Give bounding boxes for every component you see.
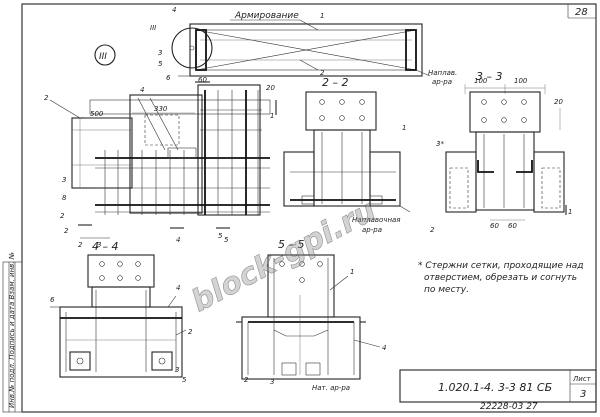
sheet-label: Лист [572, 375, 592, 383]
section-5-5-title: 5 – 5 [278, 238, 305, 251]
section-3-3-dim-60a: 60 [490, 222, 499, 230]
main-view-leader-3: 3 [62, 176, 66, 184]
main-view-sec-2: 2 [78, 241, 83, 249]
section-3-3-dim-60b: 60 [508, 222, 517, 230]
detail-III-dim-60: 60 [198, 76, 207, 84]
section-5-5-leader-1: 1 [350, 268, 354, 276]
main-view-leader-8: 8 [62, 194, 67, 202]
section-3-3-leader-2: 2 [430, 226, 435, 234]
side-stamp-text: Инв.№ подл. Подпись и дата Взам. инв. № [8, 252, 16, 408]
top-view-leader-1: 1 [320, 12, 324, 20]
main-view-sec-3: 3 [97, 241, 101, 249]
main-view-leader-1: 1 [270, 112, 274, 120]
top-view-leader-2: 2 [320, 69, 325, 77]
section-2-2-drawing [283, 91, 411, 213]
section-2-2-leader-1: 1 [402, 124, 406, 132]
main-view-leader-5: 5 [218, 232, 223, 240]
page-number: 28 [575, 7, 588, 18]
section-4-4-drawing [50, 254, 183, 378]
section-2-2-weld-2: ар-ра [362, 226, 382, 234]
section-3-3-leader-3: 3* [436, 140, 444, 148]
section-5-5-weld-note: Нат. ар-ра [312, 384, 350, 392]
main-view-leader-2c: 2 [64, 227, 69, 235]
detail-III-label: III [99, 52, 107, 62]
section-5-5-leader-4: 4 [382, 344, 386, 352]
main-view-dim-500: 500 [90, 110, 104, 118]
section-4-4-leader-4: 4 [176, 284, 180, 292]
section-5-5-leader-3: 3 [270, 378, 274, 386]
main-view-sec-5: 5 [224, 236, 229, 244]
sheet-frame [2, 3, 597, 413]
top-view-tag-5: 5 [158, 60, 163, 68]
section-2-2-title: 2 – 2 [322, 76, 349, 89]
section-2-2-weld-1: Наплавочная [352, 216, 401, 224]
main-view-leader-2a: 2 [44, 94, 49, 102]
section-4-4-title: 4 – 4 [92, 240, 119, 253]
section-3-3-drawing [445, 84, 567, 221]
drawing-code: 1.020.1-4. 3-3 81 СБ [438, 381, 552, 394]
section-3-3-title: 3 – 3 [476, 70, 503, 83]
section-4-4-leader-3: 3 [175, 366, 179, 374]
top-view [171, 19, 423, 77]
main-view [71, 81, 277, 239]
section-3-3-dim-100a: 100 [474, 77, 488, 85]
footer-code: 22228-03 27 [480, 402, 538, 412]
main-view-sec-4: 4 [176, 236, 180, 244]
main-view-leader-2b: 2 [60, 212, 65, 220]
top-view-weld-note-2: ар-ра [432, 78, 452, 86]
top-view-weld-note-1: Наплав. [428, 69, 457, 77]
sheet-number: 3 [580, 389, 586, 400]
note-line-3: по месту. [424, 285, 469, 295]
section-3-3-dim-100b: 100 [514, 77, 528, 85]
top-view-title: Армирование [234, 11, 299, 21]
note-line-2: отверстием, обрезать и согнуть [424, 273, 577, 283]
top-view-tag-4: 4 [172, 6, 176, 14]
main-view-dim-330: 330 [154, 105, 168, 113]
top-view-tag-6: 6 [166, 74, 171, 82]
section-3-3-dim-20: 20 [554, 98, 563, 106]
section-4-4-leader-2: 2 [188, 328, 193, 336]
detail-III [94, 44, 116, 66]
section-5-5-drawing [236, 254, 366, 380]
top-view-tag-III: III [150, 24, 156, 32]
section-4-4-leader-5: 5 [182, 376, 187, 384]
top-view-tag-3: 3 [158, 49, 162, 57]
section-5-5-leader-2: 2 [244, 376, 249, 384]
section-4-4-leader-6: 6 [50, 296, 55, 304]
note-line-1: * Стержни сетки, проходящие над [418, 261, 584, 271]
section-3-3-leader-1: 1 [568, 208, 572, 216]
main-view-dim-20: 20 [266, 84, 275, 92]
main-view-leader-4: 4 [140, 86, 144, 94]
